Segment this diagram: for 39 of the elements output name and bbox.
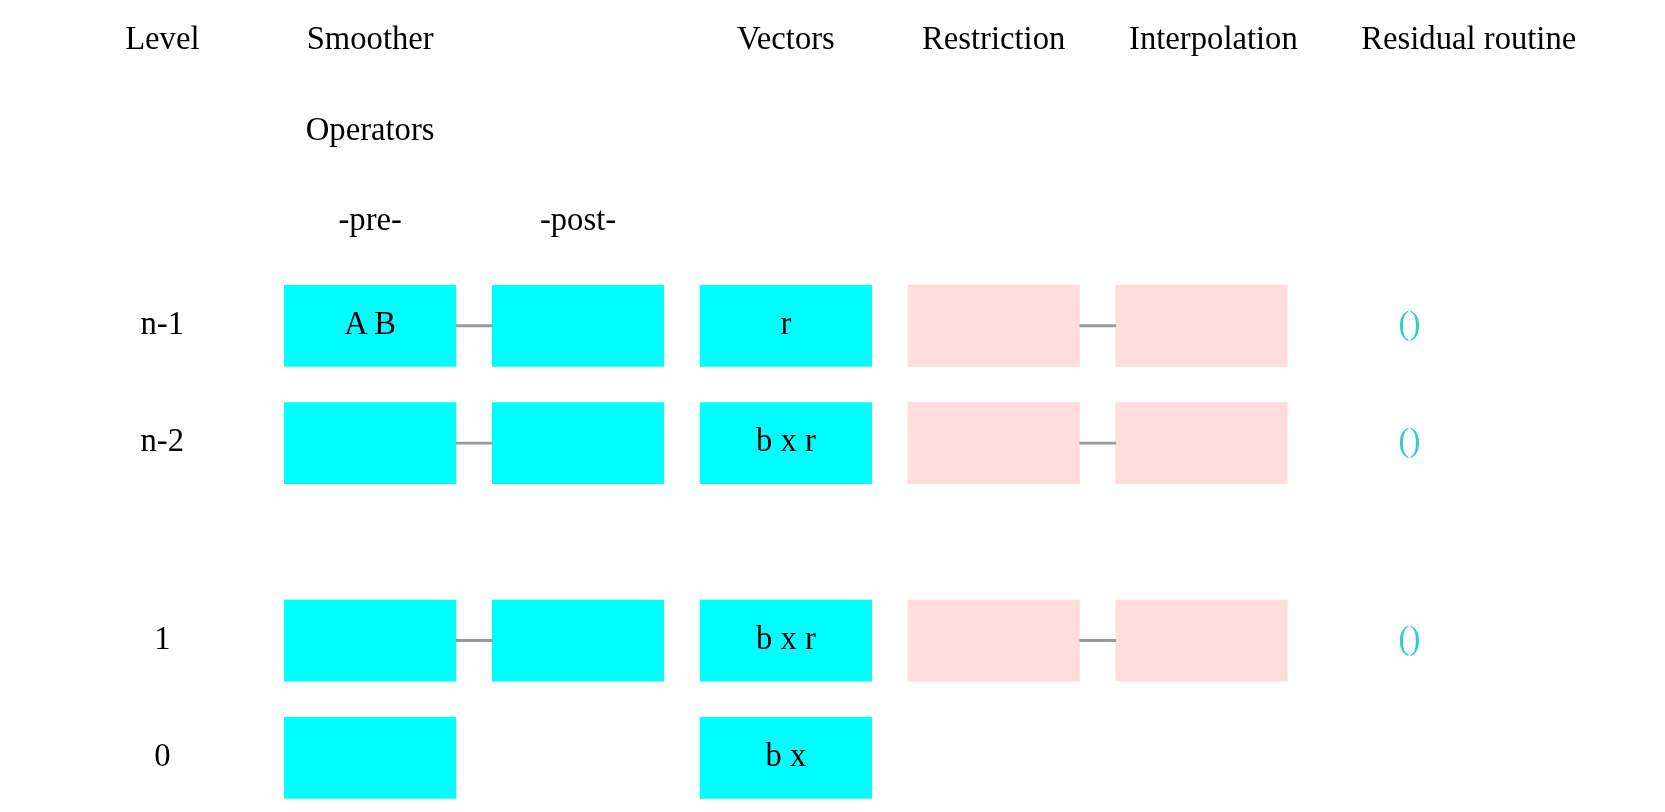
node-box (491, 285, 664, 367)
label: Operators (305, 110, 435, 147)
node-box (1114, 599, 1288, 682)
node-box (907, 599, 1080, 682)
connector (455, 324, 493, 328)
label: () (1398, 305, 1420, 342)
connector (1078, 324, 1116, 328)
label: -post- (539, 201, 616, 238)
connector (455, 639, 493, 643)
label: Residual routine (1360, 20, 1576, 57)
node-box: b x r (699, 599, 872, 682)
label: Level (124, 20, 199, 57)
node-box: b x (699, 717, 872, 799)
label: -pre- (337, 201, 402, 238)
node-box (907, 285, 1080, 367)
node-box (283, 599, 456, 682)
node-box (283, 717, 456, 799)
node-box (1114, 285, 1288, 367)
node-box (1114, 402, 1288, 484)
label: 1 (153, 619, 170, 656)
node-box (491, 599, 664, 682)
label: Restriction (921, 20, 1065, 57)
label: () (1398, 422, 1420, 459)
label: n-2 (140, 422, 184, 459)
node-box: A B (283, 285, 456, 367)
connector (1078, 441, 1116, 445)
label: 0 (153, 737, 170, 774)
label: () (1398, 619, 1420, 656)
node-box: r (699, 285, 872, 367)
label: n-1 (140, 305, 184, 342)
node-box (491, 402, 664, 484)
label: Vectors (736, 20, 835, 57)
label: Smoother (306, 20, 434, 57)
node-box (283, 402, 456, 484)
connector (1078, 639, 1116, 643)
connector (455, 441, 493, 445)
node-box (907, 402, 1080, 484)
label: Interpolation (1128, 20, 1298, 57)
node-box: b x r (699, 402, 872, 484)
